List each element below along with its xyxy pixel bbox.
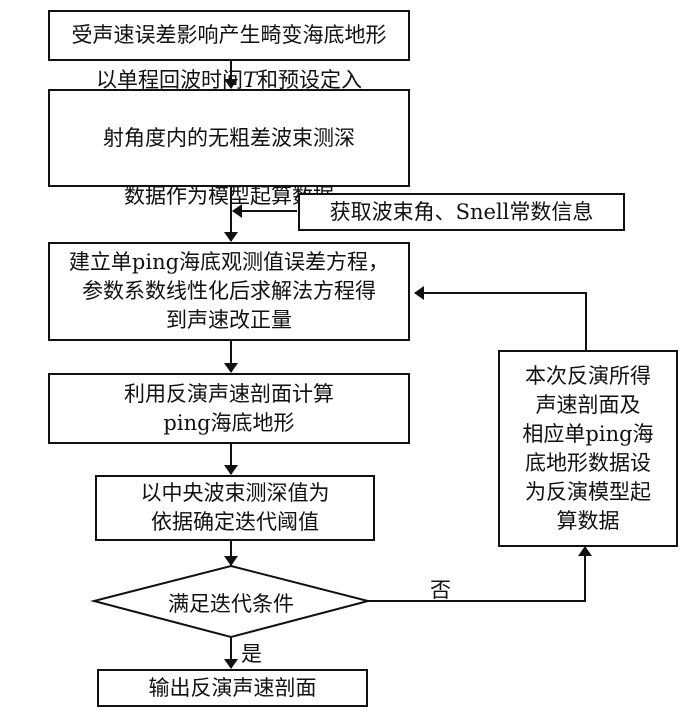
feedback-node-text: 本次反演所得 声速剖面及 相应单ping海 底地形数据设 为反演模型起 算数据: [522, 363, 654, 533]
arrow-no-to-feedback: [368, 546, 592, 602]
start-node: 受声速误差影响产生畸变海底地形: [48, 10, 410, 61]
init-data-node: 以单程回波时间T和预设定入 射角度内的无粗差波束测深 数据作为模型起算数据: [48, 68, 410, 208]
side-input-node-text: 获取波束角、Snell常数信息: [329, 199, 594, 224]
init-data-line1: 以单程回波时间T和预设定入: [96, 66, 362, 95]
arrow-feedback-to-equation: [414, 286, 587, 350]
start-node-text: 受声速误差影响产生畸变海底地形: [71, 23, 387, 47]
init-data-line2: 射角度内的无粗差波束测深: [102, 125, 355, 150]
output-node: 输出反演声速剖面: [97, 669, 368, 707]
threshold-node: 以中央波束测深值为 依据确定迭代阈值: [95, 475, 375, 541]
init-data-line1-a: 以单程回波时间: [95, 67, 243, 92]
side-input-node: 获取波束角、Snell常数信息: [298, 193, 625, 231]
edge-label-yes: 是: [241, 642, 262, 666]
init-data-line1-b: 和预设定入: [257, 67, 362, 92]
compute-terrain-node: 利用反演声速剖面计算 ping海底地形: [48, 373, 410, 444]
init-data-variable-t: T: [242, 67, 257, 92]
init-data-node-text: 以单程回波时间T和预设定入 射角度内的无粗差波束测深 数据作为模型起算数据: [96, 37, 362, 240]
decision-text: 满足迭代条件: [168, 592, 294, 616]
edge-label-no: 否: [430, 578, 451, 602]
compute-terrain-node-text: 利用反演声速剖面计算 ping海底地形: [124, 381, 334, 435]
feedback-node: 本次反演所得 声速剖面及 相应单ping海 底地形数据设 为反演模型起 算数据: [498, 350, 678, 547]
output-node-text: 输出反演声速剖面: [148, 675, 317, 700]
threshold-node-text: 以中央波束测深值为 依据确定迭代阈值: [140, 481, 330, 534]
equation-node-text: 建立单ping海底观测值误差方程， 参数系数线性化后求解法方程得 到声速改正量: [68, 250, 390, 332]
equation-node: 建立单ping海底观测值误差方程， 参数系数线性化后求解法方程得 到声速改正量: [48, 242, 410, 341]
